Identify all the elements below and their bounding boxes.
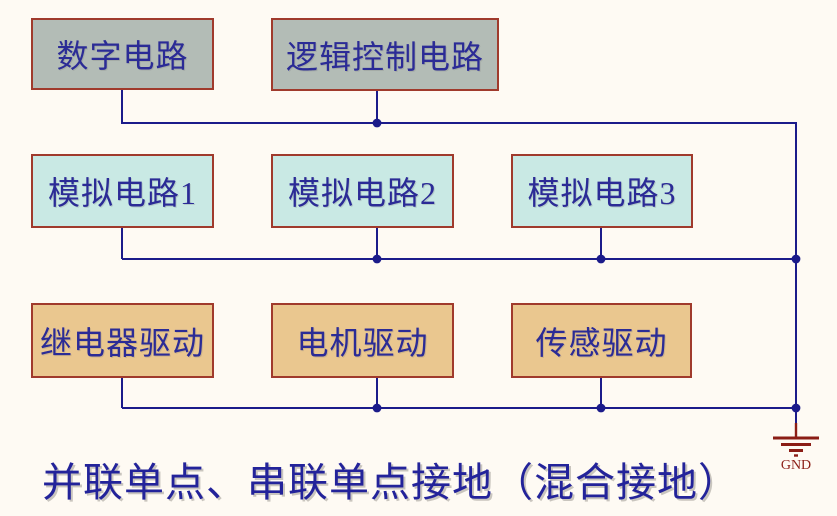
junction-dots bbox=[372, 118, 801, 413]
block-label: 逻辑控制电路 bbox=[285, 38, 484, 75]
block-relay-driver: 继电器驱动 bbox=[31, 303, 214, 378]
junction-dot bbox=[791, 403, 801, 413]
block-digital-circuit: 数字电路 bbox=[31, 18, 214, 90]
block-label: 传感驱动 bbox=[535, 324, 668, 361]
wires-group bbox=[121, 90, 797, 426]
ground-symbol-icon bbox=[773, 423, 819, 457]
block-label: 模拟电路2 bbox=[287, 175, 437, 211]
block-label: 模拟电路3 bbox=[527, 175, 677, 211]
diagram-caption: 并联单点、串联单点接地（混合接地） bbox=[42, 460, 739, 505]
junction-dot bbox=[372, 118, 382, 128]
block-logic-control-circuit: 逻辑控制电路 bbox=[271, 18, 499, 91]
ground-label: GND bbox=[781, 458, 811, 473]
block-label: 电机驱动 bbox=[296, 324, 429, 361]
block-motor-driver: 电机驱动 bbox=[271, 303, 454, 378]
junction-dot bbox=[372, 403, 382, 413]
block-label: 数字电路 bbox=[56, 38, 189, 74]
wire-top-bus bbox=[121, 90, 797, 426]
junction-dot bbox=[596, 254, 606, 264]
junction-dot bbox=[791, 254, 801, 264]
junction-dot bbox=[372, 254, 382, 264]
block-sensor-driver: 传感驱动 bbox=[511, 303, 692, 378]
block-label: 继电器驱动 bbox=[39, 324, 205, 361]
block-analog-circuit-2: 模拟电路2 bbox=[271, 154, 454, 228]
junction-dot bbox=[596, 403, 606, 413]
block-analog-circuit-1: 模拟电路1 bbox=[31, 154, 214, 228]
block-analog-circuit-3: 模拟电路3 bbox=[511, 154, 693, 228]
block-label: 模拟电路1 bbox=[47, 175, 197, 211]
